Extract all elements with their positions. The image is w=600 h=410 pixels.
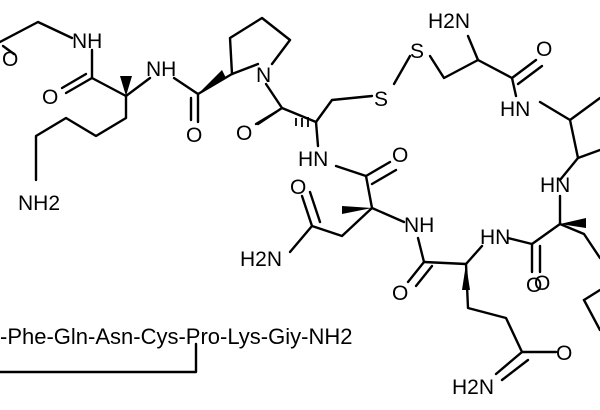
- atom-o-mid: O: [526, 274, 542, 297]
- atom-h2n-cys-top: H2N: [428, 10, 470, 33]
- atom-hn-right: HN: [500, 98, 530, 121]
- atom-o-far-right: O: [534, 272, 550, 295]
- atom-n-pro: N: [256, 64, 271, 87]
- atom-nh-lys: NH: [146, 58, 176, 81]
- atom-s2: S: [410, 40, 424, 63]
- atom-o-pro: O: [186, 124, 202, 147]
- peptide-sequence: -Phe-Gln-Asn-Cys-Pro-Lys-Giy-NH2: [0, 324, 352, 349]
- stereo-wedges: [120, 70, 586, 290]
- atom-o-cys-amide: O: [236, 122, 252, 145]
- atom-h2n-gln: H2N: [452, 376, 494, 399]
- atom-o-top-left: O: [2, 48, 18, 71]
- atom-h2n-asn: H2N: [240, 248, 282, 271]
- atom-nh-top-left: NH: [72, 30, 102, 53]
- atom-o-top-right: O: [536, 38, 552, 61]
- atom-hn-far-right: HN: [540, 174, 570, 197]
- atom-nh2-lys-side: NH2: [18, 192, 60, 215]
- atom-nh-asn: NH: [404, 214, 434, 237]
- atom-hn-gln: HN: [480, 226, 510, 249]
- atom-s1: S: [374, 88, 388, 111]
- atom-o-gln-backbone: O: [392, 282, 408, 305]
- atom-o-lys: O: [42, 86, 58, 109]
- atom-o-asn-backbone: O: [392, 144, 408, 167]
- atom-labels: NH O NH O N O NH2 O S S H2N O HN HN O O …: [2, 10, 572, 399]
- atom-o-asn-side: O: [290, 176, 306, 199]
- bond-lines: [0, 16, 600, 382]
- atom-o-gln-side: O: [556, 342, 572, 365]
- atom-hn-cys: HN: [298, 148, 328, 171]
